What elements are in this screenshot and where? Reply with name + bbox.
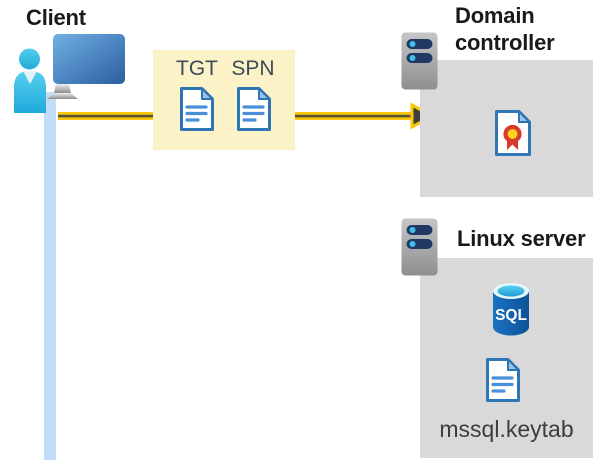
spn-label: SPN [231,57,275,80]
spn-document-icon [237,87,271,131]
linux-server-box: SQL mssql.keytab [420,258,593,458]
domain-controller-box [420,60,593,197]
tgt-document-icon [180,87,214,131]
keytab-filename: mssql.keytab [439,416,574,442]
sql-label: SQL [495,307,527,324]
client-computer-icon [14,34,125,113]
client-label: Client [26,5,86,30]
monitor-icon [47,34,125,99]
linux-server-icon [401,218,438,276]
user-icon [14,46,46,113]
sql-database-icon: SQL [493,283,529,336]
domain-controller-server-icon [401,32,438,90]
certificate-icon [495,110,531,156]
ticket-box: TGT SPN [153,50,295,150]
keytab-document-icon [486,358,520,402]
client-lifeline [44,92,56,460]
linux-server-title: Linux server [457,226,586,251]
tgt-label: TGT [176,57,218,80]
domain-controller-title: Domain controller [455,3,555,55]
